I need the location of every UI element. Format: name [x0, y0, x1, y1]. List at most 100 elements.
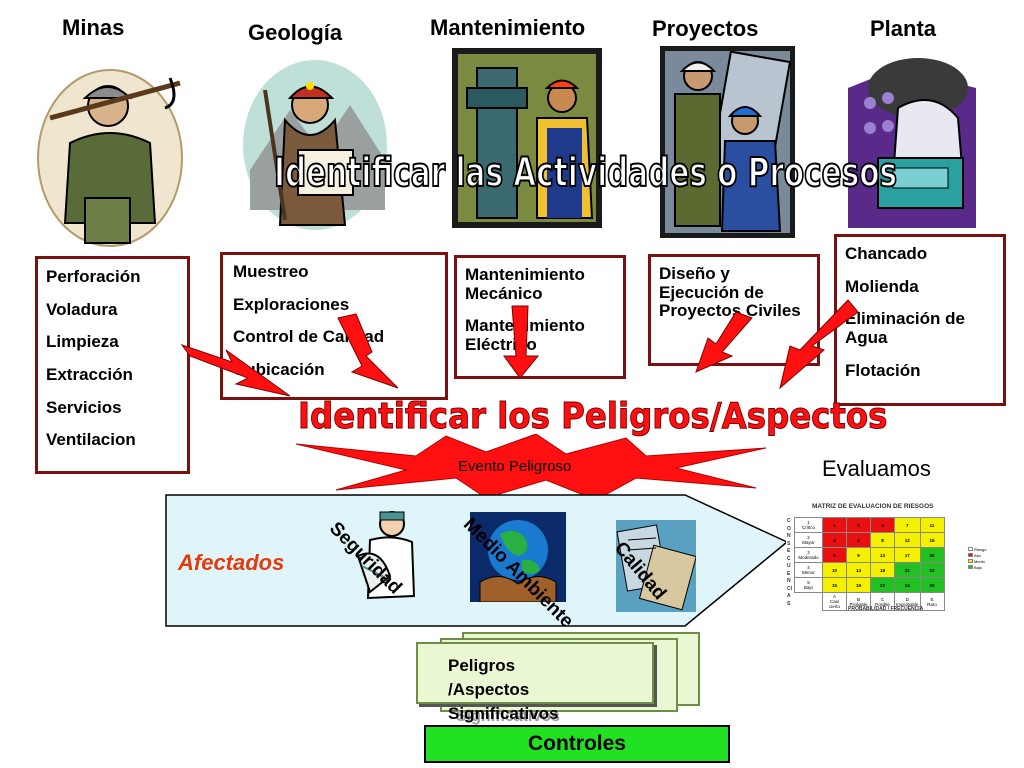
column-code: B	[856, 596, 860, 602]
risk-matrix-cell: 4	[870, 517, 895, 533]
environment-globe	[470, 512, 566, 602]
risk-matrix-axis-bottom: PROBABILIDAD / FRECUENCIA	[848, 606, 924, 612]
risk-matrix-cell: 23	[919, 562, 945, 578]
activity-item: Ventilacion	[46, 430, 136, 450]
safety-figure	[356, 511, 416, 600]
activities-box-planta: Chancado Molienda Eliminación de Agua Fl…	[834, 234, 1006, 406]
legend-swatch	[968, 547, 973, 551]
risk-matrix-cell: 9	[846, 547, 871, 563]
activity-item: Chancado	[845, 244, 928, 263]
heading-identify-activities: Identificar las Actividades o Procesos	[273, 149, 898, 197]
legend-label: Bajo	[974, 564, 983, 570]
column-code: D	[905, 596, 909, 602]
heading-identify-hazards: Identificar los Peligros/Aspectos	[298, 396, 888, 438]
risk-matrix-corner	[795, 593, 823, 611]
risk-matrix-cell: 16	[919, 532, 945, 548]
risk-matrix-title: MATRIZ DE EVALUACION DE RIESGOS	[812, 503, 934, 510]
activity-item: Muestreo	[233, 262, 309, 281]
column-label: Posible	[875, 601, 890, 607]
risk-matrix-cell: 19	[846, 577, 871, 593]
row-label: Menor	[802, 570, 815, 575]
significant-shadow-text: Significativos	[456, 708, 561, 725]
activity-item: Limpieza	[46, 332, 119, 352]
risk-matrix-cell: 14	[846, 562, 871, 578]
risk-matrix-cell: 25	[919, 577, 945, 593]
risk-legend-item: Riesgo	[968, 546, 986, 552]
hazard-event-burst	[296, 434, 766, 501]
row-code: 5	[807, 580, 810, 585]
dept-title-mantenimiento: Mantenimiento	[430, 15, 586, 40]
activity-item: Molienda	[845, 276, 919, 296]
activity-item: Mantenimiento Eléctrico	[465, 316, 585, 355]
row-code: 1	[807, 520, 810, 525]
risk-matrix-cell: 6	[822, 547, 847, 563]
stack-card-front: Peligros /Aspectos Significativos	[416, 642, 654, 723]
risk-matrix-cell: 8	[870, 532, 895, 548]
row-label: Crítico	[801, 525, 815, 530]
hazard-event-label: Evento Peligroso	[458, 458, 572, 475]
risk-legend-item: Alto	[968, 552, 986, 558]
risk-matrix-cell: 2	[846, 517, 871, 533]
activity-item: Extracción	[46, 365, 133, 385]
activities-box-minas: Perforación Voladura Limpieza Extracción…	[35, 256, 190, 474]
legend-label: Riesgo	[974, 546, 987, 552]
dept-title-minas: Minas	[62, 15, 125, 40]
legend-swatch	[968, 559, 973, 563]
activity-item: Mantenimiento Mecánico	[465, 265, 585, 303]
legend-label: Alto	[974, 552, 981, 558]
controls-label: Controles	[527, 732, 626, 755]
dept-title-planta: Planta	[870, 16, 937, 41]
activity-item: Cubicación	[233, 360, 325, 380]
affected-label: Afectados	[178, 550, 285, 575]
column-label: Improbable	[896, 601, 919, 607]
geologist-illustration	[243, 60, 387, 230]
legend-label: Medio	[974, 558, 985, 564]
dept-title-geologia: Geología	[248, 20, 343, 45]
risk-matrix-axis-left: CONSECUENCIAS	[787, 518, 792, 607]
miner-illustration	[37, 69, 183, 247]
column-code: E	[930, 596, 934, 602]
activity-item: Exploraciones	[233, 294, 350, 314]
risk-matrix-cell: 17	[894, 547, 921, 563]
activity-item: Diseño y Ejecución de Proyectos Civiles	[659, 264, 801, 321]
activity-item: Perforación	[46, 267, 141, 286]
activities-box-proyectos: Diseño y Ejecución de Proyectos Civiles	[648, 254, 820, 366]
dept-title-proyectos: Proyectos	[652, 16, 759, 41]
risk-matrix-cell: 3	[822, 532, 847, 548]
risk-matrix: MATRIZ DE EVALUACION DE RIESGOS CONSECUE…	[786, 502, 992, 624]
quality-image	[616, 520, 696, 612]
evaluate-title: Evaluamos	[822, 456, 931, 481]
risk-matrix-cell: 11	[919, 517, 945, 533]
legend-swatch	[968, 565, 973, 569]
activity-item: Control de Calidad	[233, 327, 385, 347]
risk-matrix-cell: 13	[870, 547, 895, 563]
activities-box-mantenimiento: Mantenimiento Mecánico Mantenimiento Elé…	[454, 255, 626, 379]
risk-matrix-cell: 22	[870, 577, 895, 593]
controls-box: Controles	[424, 725, 730, 763]
projects-illustration	[660, 46, 795, 238]
row-label: Mayor	[802, 540, 815, 545]
row-label: Bajo	[803, 585, 813, 590]
risk-matrix-cell: 15	[822, 577, 847, 593]
row-code: 3	[807, 550, 810, 555]
activity-item: Flotación	[845, 360, 921, 380]
risk-matrix-cell: 1	[822, 517, 847, 533]
row-code: 2	[807, 535, 810, 540]
risk-matrix-cell: 18	[870, 562, 895, 578]
risk-legend-item: Bajo	[968, 564, 986, 570]
maintenance-illustration	[452, 48, 602, 228]
legend-swatch	[968, 553, 973, 557]
